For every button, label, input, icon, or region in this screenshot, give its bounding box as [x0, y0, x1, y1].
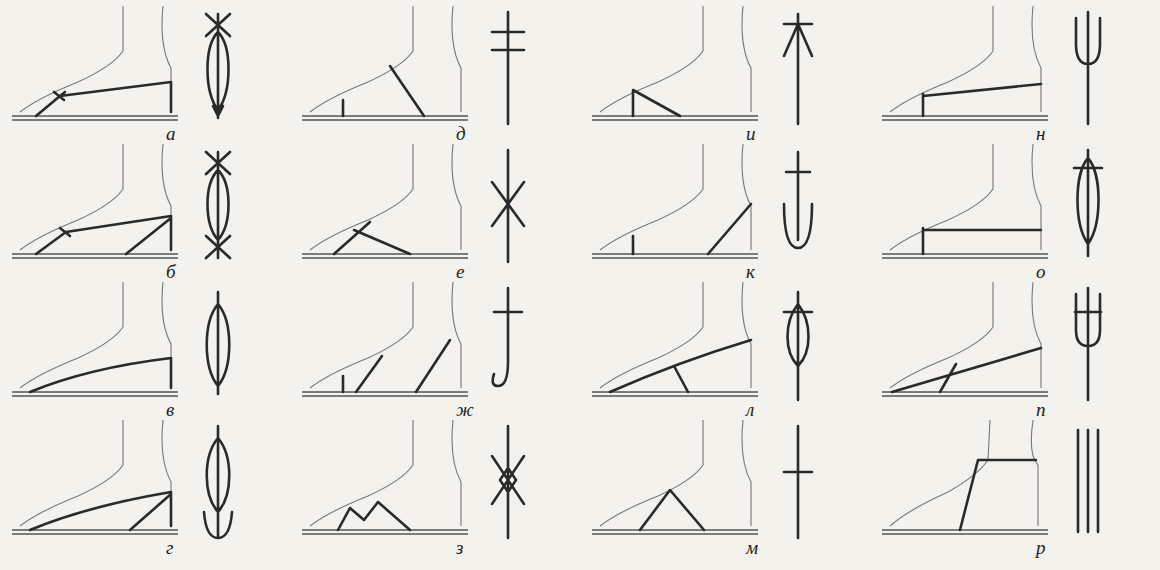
sandal-strap-scheme: [592, 144, 812, 258]
strap-line: [610, 340, 751, 392]
strap-symbol: [784, 426, 812, 538]
strap-symbol: [1075, 288, 1101, 400]
sole-line: [592, 530, 758, 534]
foot-outline: [600, 420, 751, 526]
sole-line: [592, 116, 758, 120]
sole-line: [592, 254, 758, 258]
strap-symbol: [206, 152, 230, 258]
strap-line: [923, 228, 1041, 254]
sole-line: [302, 392, 468, 396]
foot-outline: [890, 6, 1041, 112]
strap-line: [960, 460, 1036, 530]
strap-line: [36, 216, 171, 254]
sandal-strap-scheme: [302, 6, 524, 124]
foot-outline: [20, 420, 171, 526]
strap-symbol: [784, 292, 812, 400]
sandal-strap-scheme: [12, 420, 232, 538]
strap-symbol: [207, 292, 230, 394]
sole-line: [882, 392, 1048, 396]
strap-line: [334, 222, 410, 254]
strap-symbol: [492, 150, 524, 262]
foot-outline: [600, 6, 751, 112]
figure-letter: в: [166, 400, 174, 419]
sandal-strap-scheme: [882, 420, 1098, 534]
strap-line: [30, 358, 171, 392]
figure-letter: л: [746, 400, 754, 419]
strap-line: [640, 490, 704, 530]
figure-letter: е: [456, 262, 464, 281]
foot-outline: [890, 144, 1041, 250]
sandal-strap-scheme: [12, 282, 229, 396]
sole-line: [882, 116, 1048, 120]
sole-line: [882, 530, 1048, 534]
strap-line: [36, 82, 171, 116]
strap-line: [892, 348, 1041, 392]
strap-symbol: [1076, 12, 1100, 124]
sandal-strap-scheme: [302, 420, 524, 538]
sandal-strap-scheme: [592, 282, 812, 400]
strap-symbol: [784, 14, 812, 124]
figure-letter: а: [166, 124, 176, 143]
figure-letter: к: [746, 262, 755, 281]
foot-outline: [20, 144, 171, 250]
foot-outline: [600, 282, 751, 388]
figure-letter: б: [166, 262, 176, 281]
figure-letter: ж: [456, 400, 474, 419]
strap-line: [633, 90, 680, 116]
strap-symbol: [493, 288, 522, 386]
strap-line: [343, 340, 450, 392]
figure-letter: и: [746, 124, 756, 143]
sandal-strap-scheme: [302, 282, 522, 396]
foot-outline: [890, 282, 1041, 388]
foot-outline: [310, 144, 461, 250]
strap-line: [338, 502, 410, 530]
sandal-strap-scheme: [882, 282, 1101, 400]
sandal-strap-scheme: [302, 144, 524, 262]
foot-outline: [310, 6, 461, 112]
strap-line: [923, 84, 1041, 116]
sandal-strap-scheme: [882, 6, 1100, 124]
foot-outline: [600, 144, 751, 250]
strap-symbol: [1078, 430, 1098, 532]
sole-line: [302, 530, 468, 534]
figure-letter: д: [456, 124, 466, 143]
strap-symbol: [204, 426, 232, 538]
figure-letter: р: [1036, 538, 1046, 557]
strap-line: [30, 492, 171, 530]
sandal-strap-scheme: [12, 6, 230, 120]
strap-symbol: [206, 14, 230, 118]
strap-symbol: [1074, 150, 1102, 256]
foot-outline: [310, 282, 461, 388]
figure-letter: з: [456, 538, 463, 557]
sole-line: [882, 254, 1048, 258]
strap-line: [343, 66, 424, 116]
figure-letter: н: [1036, 124, 1045, 143]
strap-symbol: [492, 426, 524, 538]
sole-line: [302, 254, 468, 258]
foot-outline: [20, 6, 171, 112]
sole-line: [12, 392, 178, 396]
sole-line: [592, 392, 758, 396]
figure-letter: п: [1036, 400, 1046, 419]
sandal-strap-scheme: [592, 6, 812, 124]
figure-letter: г: [166, 538, 173, 557]
sole-line: [302, 116, 468, 120]
figure-letter: о: [1036, 262, 1046, 281]
strap-symbol: [492, 12, 524, 124]
figure-letter: м: [746, 538, 758, 557]
strap-line: [633, 204, 751, 254]
sole-line: [12, 530, 178, 534]
sandal-strap-scheme: [12, 144, 230, 258]
sandal-strap-scheme: [882, 144, 1102, 258]
strap-symbol: [784, 152, 812, 248]
sandal-strap-scheme: [592, 420, 812, 538]
